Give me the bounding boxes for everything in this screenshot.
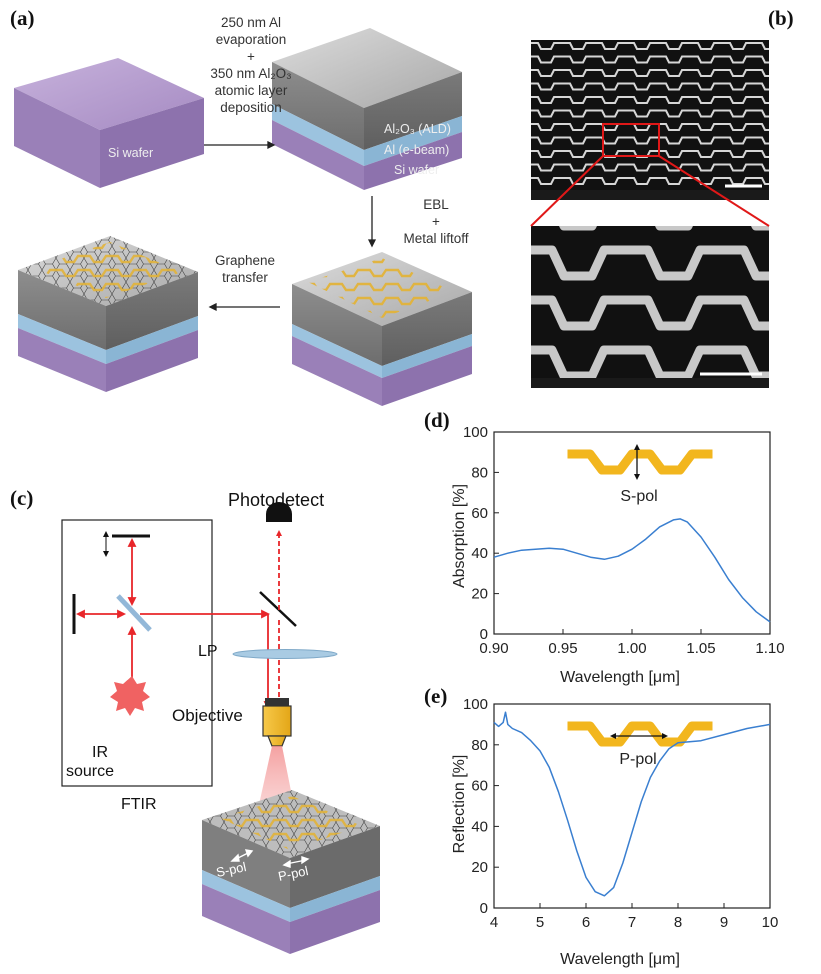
x-tick-label: 0.90 xyxy=(479,640,508,657)
objective-icon xyxy=(262,698,292,747)
x-tick-label: 9 xyxy=(720,914,728,931)
absorption-x-axis-label: Wavelength [μm] xyxy=(560,669,680,686)
panel-label-d: (d) xyxy=(424,408,450,432)
optical-setup xyxy=(61,502,380,954)
lp-label: LP xyxy=(198,643,218,660)
ir-source-icon xyxy=(110,676,150,716)
step2-text: EBL + Metal liftoff xyxy=(403,197,469,246)
x-tick-label: 7 xyxy=(628,914,636,931)
step3-text: Graphene transfer xyxy=(214,253,276,285)
x-tick-label: 1.00 xyxy=(617,640,646,657)
plot-frame xyxy=(493,431,771,635)
sem-images xyxy=(530,40,770,388)
y-tick-label: 80 xyxy=(471,737,488,754)
y-tick-label: 60 xyxy=(471,505,488,522)
ir-label: IR xyxy=(92,744,108,761)
panel-label-b: (b) xyxy=(768,6,794,30)
patterned-block xyxy=(292,252,472,406)
x-tick-label: 1.05 xyxy=(686,640,715,657)
objective-label: Objective xyxy=(172,706,243,725)
graphene-block xyxy=(18,236,198,392)
y-tick-label: 80 xyxy=(471,464,488,481)
y-tick-label: 40 xyxy=(471,545,488,562)
panel-label-e: (e) xyxy=(424,684,448,708)
fabrication-schematic xyxy=(14,28,472,406)
y-tick-label: 20 xyxy=(471,859,488,876)
si-wafer-block xyxy=(14,58,204,188)
reflection-chart: Reflection [%] Wavelength [μm] P-pol 0 20… xyxy=(451,696,779,968)
stacked-layers-block xyxy=(272,28,462,190)
x-tick-label: 1.10 xyxy=(755,640,784,657)
reflection-x-axis-label: Wavelength [μm] xyxy=(560,951,680,968)
absorption-chart: Absorption [%] Wavelength [μm] S-pol 0 20… xyxy=(451,424,785,686)
series-line xyxy=(493,518,771,623)
x-tick-label: 10 xyxy=(762,914,779,931)
panel-label-a: (a) xyxy=(10,6,35,30)
ftir-label: FTIR xyxy=(121,796,157,813)
p-pol-inset-label: P-pol xyxy=(619,751,656,768)
linear-polarizer-icon xyxy=(232,649,338,659)
x-tick-label: 8 xyxy=(674,914,682,931)
y-tick-label: 40 xyxy=(471,818,488,835)
y-tick-label: 100 xyxy=(463,696,488,713)
x-tick-label: 5 xyxy=(536,914,544,931)
reflection-y-axis-label: Reflection [%] xyxy=(451,755,468,854)
layer-ald-label: Al₂O₃ (ALD) xyxy=(384,122,451,136)
y-tick-label: 0 xyxy=(480,900,488,917)
s-pol-inset: S-pol xyxy=(567,444,713,505)
y-tick-label: 20 xyxy=(471,586,488,603)
plot-frame xyxy=(493,703,771,909)
y-tick-label: 0 xyxy=(480,626,488,643)
source-label: source xyxy=(66,763,115,780)
y-tick-label: 60 xyxy=(471,778,488,795)
s-pol-inset-label: S-pol xyxy=(620,488,657,505)
sample-block xyxy=(202,790,380,954)
x-tick-label: 4 xyxy=(490,914,498,931)
step1-text: 250 nm Al evaporation + 350 nm Al₂O₃ ato… xyxy=(210,15,292,115)
absorption-y-axis-label: Absorption [%] xyxy=(451,484,468,588)
process-arrows xyxy=(204,140,377,312)
x-tick-label: 6 xyxy=(582,914,590,931)
photodetect-label: Photodetect xyxy=(228,490,325,510)
series-line xyxy=(493,711,771,897)
p-pol-inset: P-pol xyxy=(567,721,713,768)
panel-label-c: (c) xyxy=(10,486,34,510)
y-tick-label: 100 xyxy=(463,424,488,441)
layer-si-label: Si wafer xyxy=(394,163,440,177)
layer-al-label: Al (e-beam) xyxy=(384,143,450,157)
si-wafer-label: Si wafer xyxy=(108,146,154,160)
x-tick-label: 0.95 xyxy=(548,640,577,657)
photodetector-icon xyxy=(266,502,292,522)
